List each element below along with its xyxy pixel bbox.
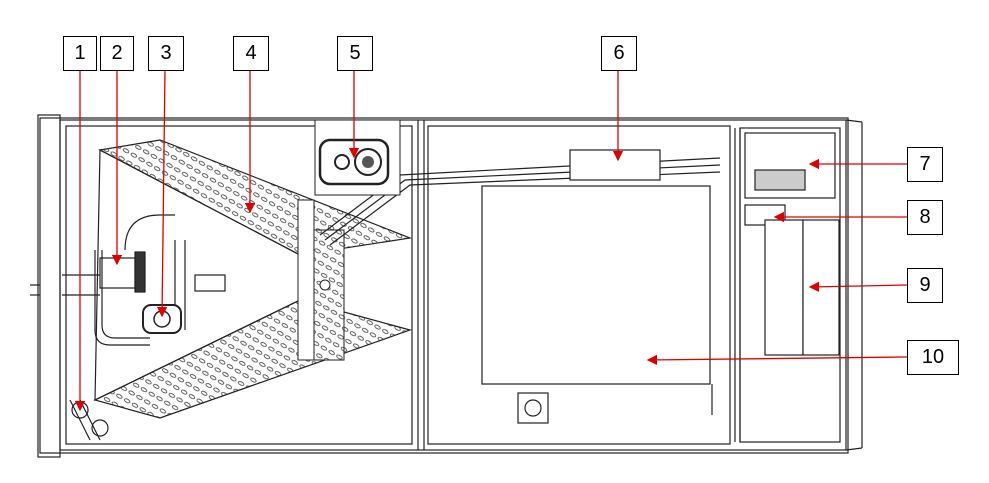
callout-9: 9 (907, 268, 943, 303)
callout-5: 5 (337, 36, 373, 71)
callout-8: 8 (907, 200, 943, 235)
callout-4: 4 (233, 36, 269, 71)
condensate-fitting (314, 119, 401, 196)
electrical-panel (744, 132, 840, 356)
callout-1: 1 (63, 36, 97, 71)
blower (481, 149, 713, 424)
callout-3: 3 (148, 36, 184, 71)
callout-7: 7 (907, 147, 943, 182)
leader-lines (74, 69, 908, 412)
callout-2: 2 (100, 36, 134, 71)
callout-6: 6 (601, 36, 637, 71)
cabinet (30, 114, 863, 458)
callout-10: 10 (907, 340, 959, 375)
